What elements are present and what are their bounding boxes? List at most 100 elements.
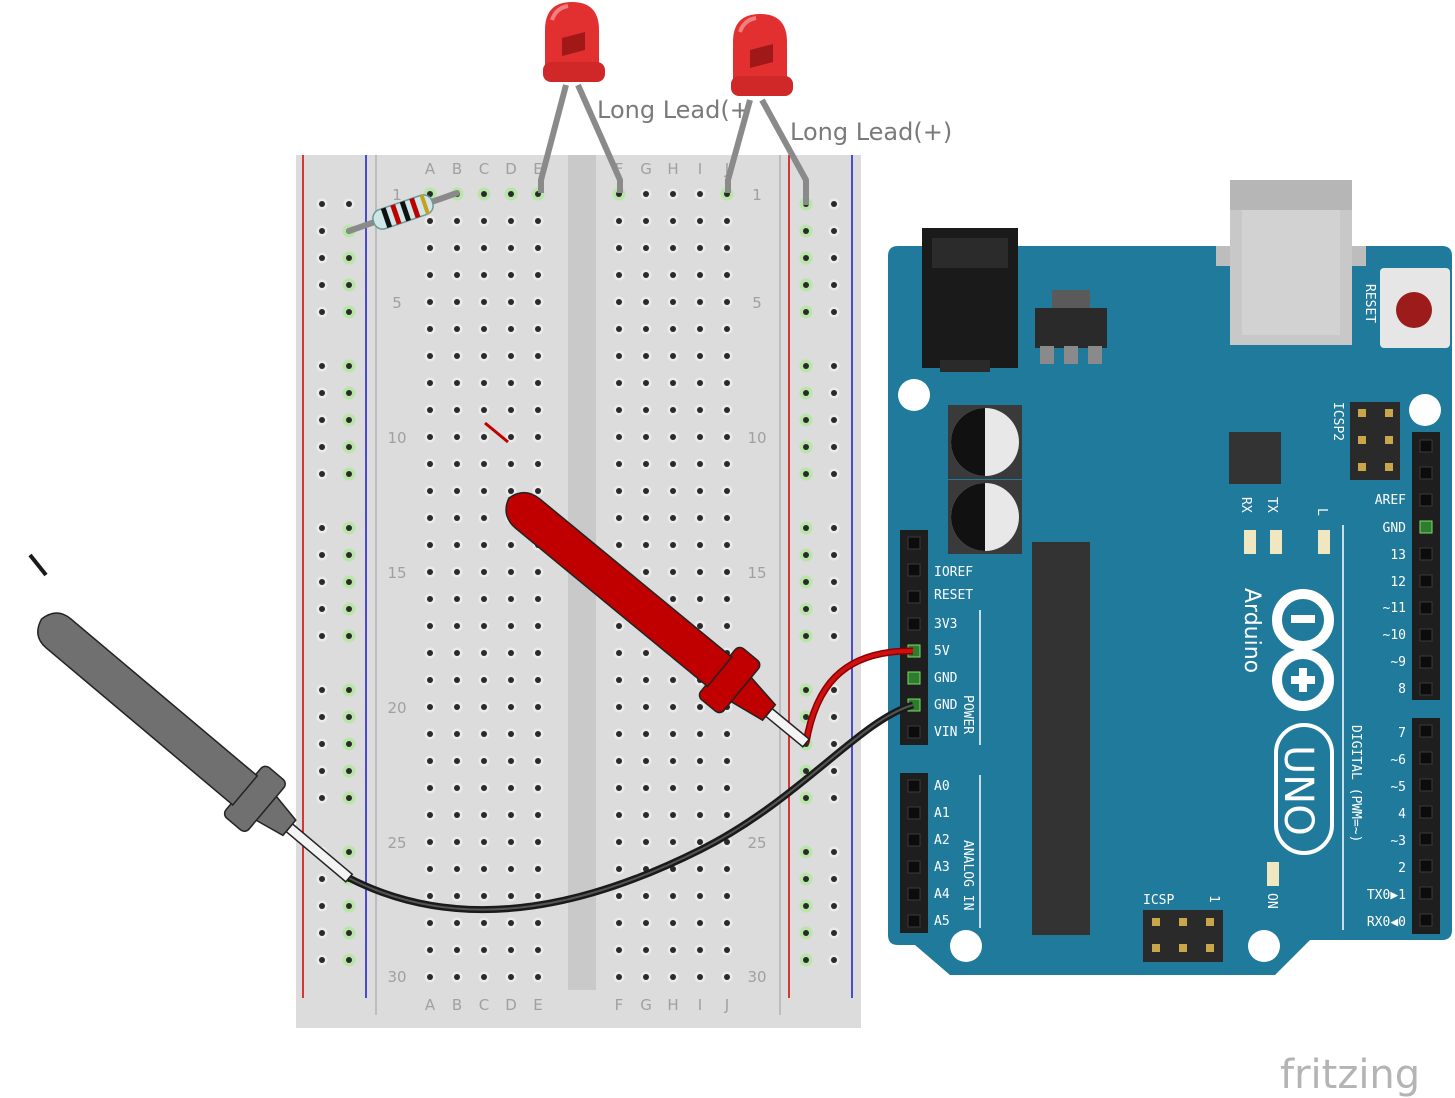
breadboard-hole — [803, 390, 809, 396]
breadboard-hole — [481, 191, 487, 197]
breadboard-hole — [427, 407, 433, 413]
header-pin[interactable] — [907, 887, 921, 901]
header-pin[interactable] — [1419, 859, 1433, 873]
breadboard-hole — [535, 299, 541, 305]
breadboard-hole — [724, 299, 730, 305]
column-label: D — [505, 996, 517, 1014]
header-pin[interactable] — [1419, 628, 1433, 642]
breadboard-hole — [481, 299, 487, 305]
breadboard-hole — [697, 326, 703, 332]
header-pin[interactable] — [1419, 682, 1433, 696]
breadboard-hole — [697, 920, 703, 926]
rx-led — [1244, 530, 1256, 554]
breadboard-hole — [670, 245, 676, 251]
header-pin[interactable] — [907, 590, 921, 604]
breadboard-hole — [831, 714, 837, 720]
breadboard-hole — [616, 326, 622, 332]
header-pin[interactable] — [907, 725, 921, 739]
breadboard-hole — [481, 596, 487, 602]
breadboard-hole — [508, 839, 514, 845]
mounting-hole — [1409, 394, 1441, 426]
breadboard-hole — [643, 947, 649, 953]
header-pin[interactable] — [907, 671, 921, 685]
breadboard-hole — [803, 633, 809, 639]
breadboard-hole — [803, 606, 809, 612]
breadboard-hole — [697, 218, 703, 224]
breadboard-hole — [454, 893, 460, 899]
header-pin[interactable] — [1419, 655, 1433, 669]
breadboard-hole — [481, 488, 487, 494]
header-pin[interactable] — [1419, 805, 1433, 819]
breadboard-hole — [670, 839, 676, 845]
breadboard-hole — [697, 191, 703, 197]
breadboard-hole — [616, 974, 622, 980]
power-section-label: POWER — [960, 695, 975, 734]
breadboard-hole — [803, 849, 809, 855]
breadboard-hole — [643, 974, 649, 980]
header-pin[interactable] — [1419, 520, 1433, 534]
header-pin[interactable] — [1419, 493, 1433, 507]
header-pin[interactable] — [1419, 913, 1433, 927]
pin-label-8: 8 — [1398, 682, 1406, 697]
header-pin[interactable] — [1419, 466, 1433, 480]
header-pin[interactable] — [1419, 439, 1433, 453]
breadboard-hole — [427, 569, 433, 575]
breadboard-hole — [346, 471, 352, 477]
breadboard-hole — [616, 704, 622, 710]
header-pin[interactable] — [907, 806, 921, 820]
header-pin[interactable] — [907, 833, 921, 847]
pin-label-5: ~5 — [1390, 780, 1406, 795]
header-pin[interactable] — [1419, 724, 1433, 738]
breadboard-hole — [643, 515, 649, 521]
breadboard-hole — [319, 228, 325, 234]
breadboard-hole — [508, 461, 514, 467]
breadboard-hole — [508, 785, 514, 791]
breadboard-hole — [346, 714, 352, 720]
header-pin[interactable] — [1419, 547, 1433, 561]
breadboard-hole — [454, 866, 460, 872]
header-pin[interactable] — [907, 779, 921, 793]
breadboard-hole — [346, 282, 352, 288]
breadboard-hole — [831, 390, 837, 396]
breadboard-hole — [670, 920, 676, 926]
breadboard-hole — [535, 974, 541, 980]
header-pin[interactable] — [907, 914, 921, 928]
breadboard-hole — [803, 795, 809, 801]
breadboard-hole — [535, 731, 541, 737]
breadboard-hole — [346, 309, 352, 315]
header-pin[interactable] — [907, 617, 921, 631]
breadboard-hole — [535, 893, 541, 899]
breadboard-hole — [803, 687, 809, 693]
breadboard-hole — [346, 390, 352, 396]
header-pin[interactable] — [1419, 886, 1433, 900]
breadboard-hole — [454, 461, 460, 467]
breadboard-hole — [319, 309, 325, 315]
header-pin[interactable] — [1419, 778, 1433, 792]
breadboard-hole — [697, 623, 703, 629]
arduino-logo — [1272, 589, 1334, 711]
breadboard-hole — [697, 812, 703, 818]
breadboard-hole — [724, 758, 730, 764]
probe-red — [484, 421, 811, 748]
header-pin[interactable] — [907, 536, 921, 550]
header-pin[interactable] — [1419, 574, 1433, 588]
reset-button-cap[interactable] — [1396, 292, 1432, 328]
breadboard-hole — [535, 245, 541, 251]
header-pin[interactable] — [1419, 832, 1433, 846]
breadboard-hole — [346, 444, 352, 450]
breadboard-hole — [643, 272, 649, 278]
header-pin[interactable] — [1419, 751, 1433, 765]
fritzing-logo: fritzing — [1280, 1052, 1420, 1098]
breadboard-hole — [616, 650, 622, 656]
pin-label-a2: A2 — [934, 833, 950, 848]
breadboard-hole — [697, 407, 703, 413]
header-pin[interactable] — [907, 563, 921, 577]
breadboard-hole — [670, 947, 676, 953]
pin-label-ioref: IOREF — [934, 565, 973, 580]
header-pin[interactable] — [1419, 601, 1433, 615]
breadboard-hole — [481, 704, 487, 710]
breadboard-hole — [643, 380, 649, 386]
header-pin[interactable] — [907, 860, 921, 874]
breadboard-hole — [454, 434, 460, 440]
breadboard-hole — [481, 434, 487, 440]
